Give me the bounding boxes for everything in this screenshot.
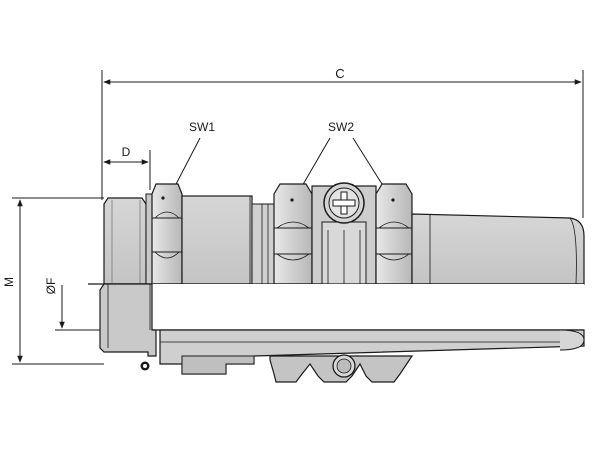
phillips-screw-head-icon [323,182,365,224]
dimension-f: ØF [44,278,112,331]
lock-pin-icon [332,354,356,378]
gland-body [181,195,275,285]
threaded-entry [103,197,147,285]
o-ring-icon [140,361,150,371]
hex-nut-sw2-right [375,183,413,285]
bore-outline [88,283,584,331]
callout-label-sw2: SW2 [328,120,354,134]
hex-nut-sw1 [151,183,183,285]
callout-label-sw1: SW1 [189,120,215,134]
dimension-d: D [103,145,151,190]
callout-sw1: SW1 [173,120,215,189]
dimension-label-c: C [335,66,344,81]
dimension-c: C [101,66,584,218]
dimension-label-f: ØF [44,278,58,295]
dimension-m: M [2,197,104,365]
hex-nut-sw2-left [273,183,313,285]
dimension-label-d: D [122,145,131,159]
strain-relief-sleeve [411,213,585,285]
dimension-label-m: M [2,277,16,287]
